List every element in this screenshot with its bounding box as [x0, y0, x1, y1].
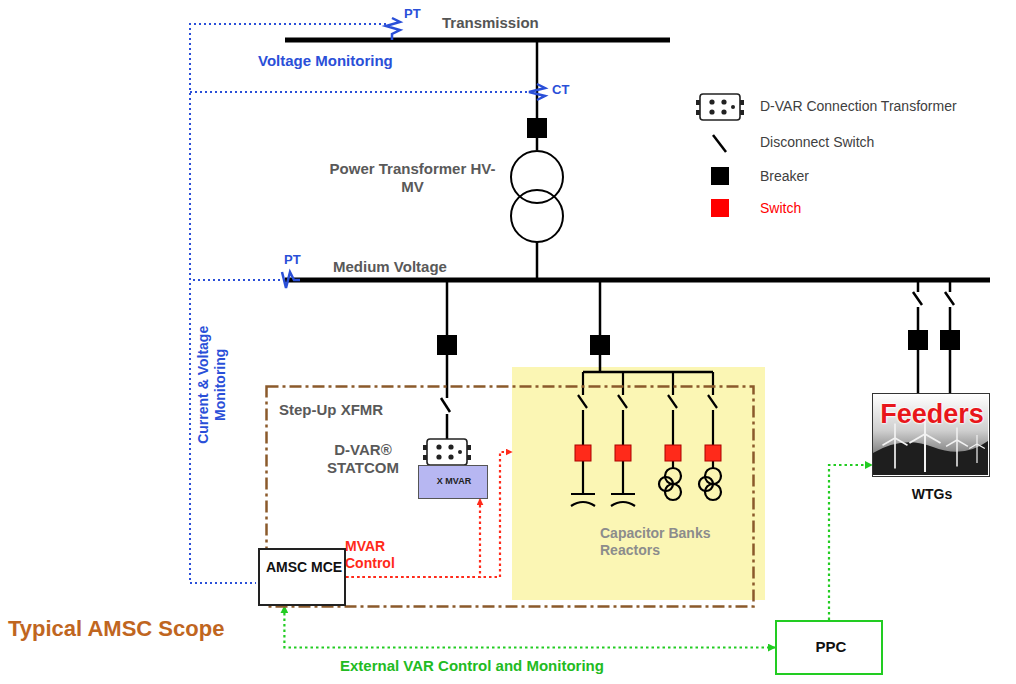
breaker	[908, 330, 928, 350]
statcom-box: X MVAR	[418, 465, 488, 499]
pt-label: PT	[284, 252, 314, 268]
node-text: D-VAR® STATCOM	[313, 441, 413, 477]
bus-label: Transmission	[442, 14, 582, 32]
legend-text: Disconnect Switch	[760, 134, 1010, 151]
capacitor-region: Capacitor Banks Reactors	[512, 367, 765, 600]
pt-symbol	[386, 18, 400, 40]
external-control-link	[829, 465, 872, 620]
capacitor-sub-bus	[583, 371, 713, 374]
legend-swatch	[711, 167, 729, 185]
pt-symbol	[282, 272, 300, 288]
legend-text: Breaker	[760, 168, 1010, 185]
bus-label: Medium Voltage	[333, 258, 483, 276]
breaker	[940, 330, 960, 350]
capacitor-lead	[599, 280, 602, 372]
legend-text: Switch	[760, 200, 1010, 217]
breaker	[437, 335, 457, 355]
scope-title: Typical AMSC Scope	[8, 616, 248, 642]
breaker	[527, 118, 547, 138]
connector-label: External VAR Control and Monitoring	[340, 657, 720, 675]
controller-box: AMSC MCE	[258, 548, 346, 606]
node-text: PPC	[777, 638, 885, 656]
legend-swatch	[711, 199, 729, 217]
node-text: AMSC MCE	[260, 559, 348, 576]
bank-drops	[571, 372, 721, 506]
ct-symbol	[529, 84, 545, 100]
disconnect-switch	[441, 398, 450, 412]
monitoring-wire	[190, 24, 527, 583]
node-text: Feeders	[873, 398, 991, 430]
mv-lead	[536, 242, 539, 280]
pt-label: PT	[404, 6, 434, 22]
capacitor-region-fill	[512, 367, 765, 600]
switch	[575, 445, 721, 461]
node-text: WTGs	[873, 486, 991, 503]
connector-label: MVAR Control	[345, 538, 425, 572]
legend-connection-transformer	[696, 94, 744, 120]
mv-bus	[285, 278, 990, 283]
ppc-box: PPC	[775, 620, 883, 675]
transformer-winding	[511, 190, 563, 242]
node-text: X MVAR	[419, 476, 489, 487]
transformer-winding	[511, 151, 563, 203]
var-control-link	[346, 499, 480, 577]
transmission-bus	[285, 38, 670, 43]
external-control-link	[284, 606, 775, 648]
transformer-label: Power Transformer HV-MV	[325, 160, 500, 196]
statcom-lead	[446, 414, 449, 439]
node-text: Capacitor Banks Reactors	[600, 525, 720, 559]
legend-text: D-VAR Connection Transformer	[760, 98, 1010, 115]
breaker	[590, 335, 610, 355]
monitor-label: Current & Voltage Monitoring	[195, 310, 229, 460]
legend-disconnect	[713, 135, 726, 152]
node-text: Step-Up XFMR	[279, 401, 409, 419]
monitor-label: Voltage Monitoring	[258, 52, 428, 70]
scope-box: X MVARAMSC MCEStep-Up XFMRD-VAR® STATCOM	[265, 385, 755, 608]
ct-label: CT	[552, 82, 582, 98]
feeder-box: FeedersWTGs	[872, 393, 990, 477]
connection-transformer	[423, 439, 471, 465]
